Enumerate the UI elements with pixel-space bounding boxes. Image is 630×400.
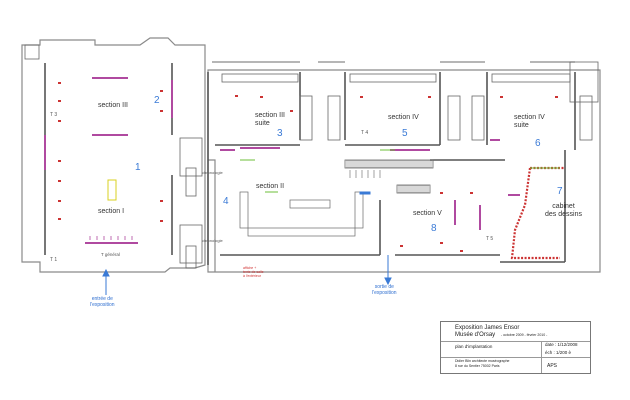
address-label: 8 rue du Sentier 75002 Paris xyxy=(455,364,500,368)
title-line-2: Musée d'Orsay xyxy=(455,332,496,338)
title-line-1: Exposition James Ensor xyxy=(455,325,520,331)
section-number-3: 3 xyxy=(277,128,283,139)
section-number-7: 7 xyxy=(557,186,563,197)
exhibit-markers xyxy=(58,82,558,252)
t-general-label: T général xyxy=(101,252,120,257)
chronologie-label-1: chronologie xyxy=(202,170,223,175)
section-label-iv: section IV xyxy=(388,114,419,121)
phase-label: APS xyxy=(547,363,558,369)
exit-label: sortie de l'exposition xyxy=(372,284,397,296)
section-label-iii-suite: section III suite xyxy=(255,112,285,127)
flow-arrows xyxy=(102,191,392,295)
title-block: Exposition James Ensor Musée d'Orsay - o… xyxy=(440,321,591,374)
section-number-4: 4 xyxy=(223,196,229,207)
t-marker-4: T 4 xyxy=(361,130,369,136)
t-marker-5: T 5 xyxy=(486,236,494,242)
scale-label: éch : 1/200 è xyxy=(545,350,572,355)
t-marker-1: T 1 xyxy=(50,257,58,263)
section-label-i: section I xyxy=(98,208,125,215)
title-dates: - octobre 2009 - février 2010 - xyxy=(501,333,548,337)
inner-walls xyxy=(44,63,576,265)
section-number-6: 6 xyxy=(535,138,541,149)
chronologie-label-2: chronologie xyxy=(202,238,223,243)
vitrines xyxy=(239,191,364,237)
display-partitions xyxy=(44,77,520,244)
section-i-row-marks xyxy=(89,236,133,240)
firm-label: Didier Blin architecte muséographe xyxy=(455,359,510,363)
plan-label: plan d'implantation xyxy=(455,344,493,349)
section-label-v: section V xyxy=(413,210,442,217)
t-marker-3: T 3 xyxy=(50,112,58,118)
entrance-label: entrée de l'exposition xyxy=(90,296,115,308)
poster-note: affiche + texte de salle à l'extérieur xyxy=(243,266,264,278)
section-label-ii: section II xyxy=(256,183,285,190)
door-frames xyxy=(24,44,599,269)
section-number-5: 5 xyxy=(402,128,408,139)
section-number-2: 2 xyxy=(154,95,160,106)
section-label-cabinet: cabinet des dessins xyxy=(545,203,582,218)
date-label: date : 1/12/2008 xyxy=(545,342,578,347)
section-number-8: 8 xyxy=(431,223,437,234)
section-number-1: 1 xyxy=(135,162,141,173)
section-label-iii: section III xyxy=(98,102,128,109)
section-label-iv-suite: section IV suite xyxy=(514,114,545,129)
highlights xyxy=(107,149,560,201)
stairs xyxy=(346,160,432,193)
